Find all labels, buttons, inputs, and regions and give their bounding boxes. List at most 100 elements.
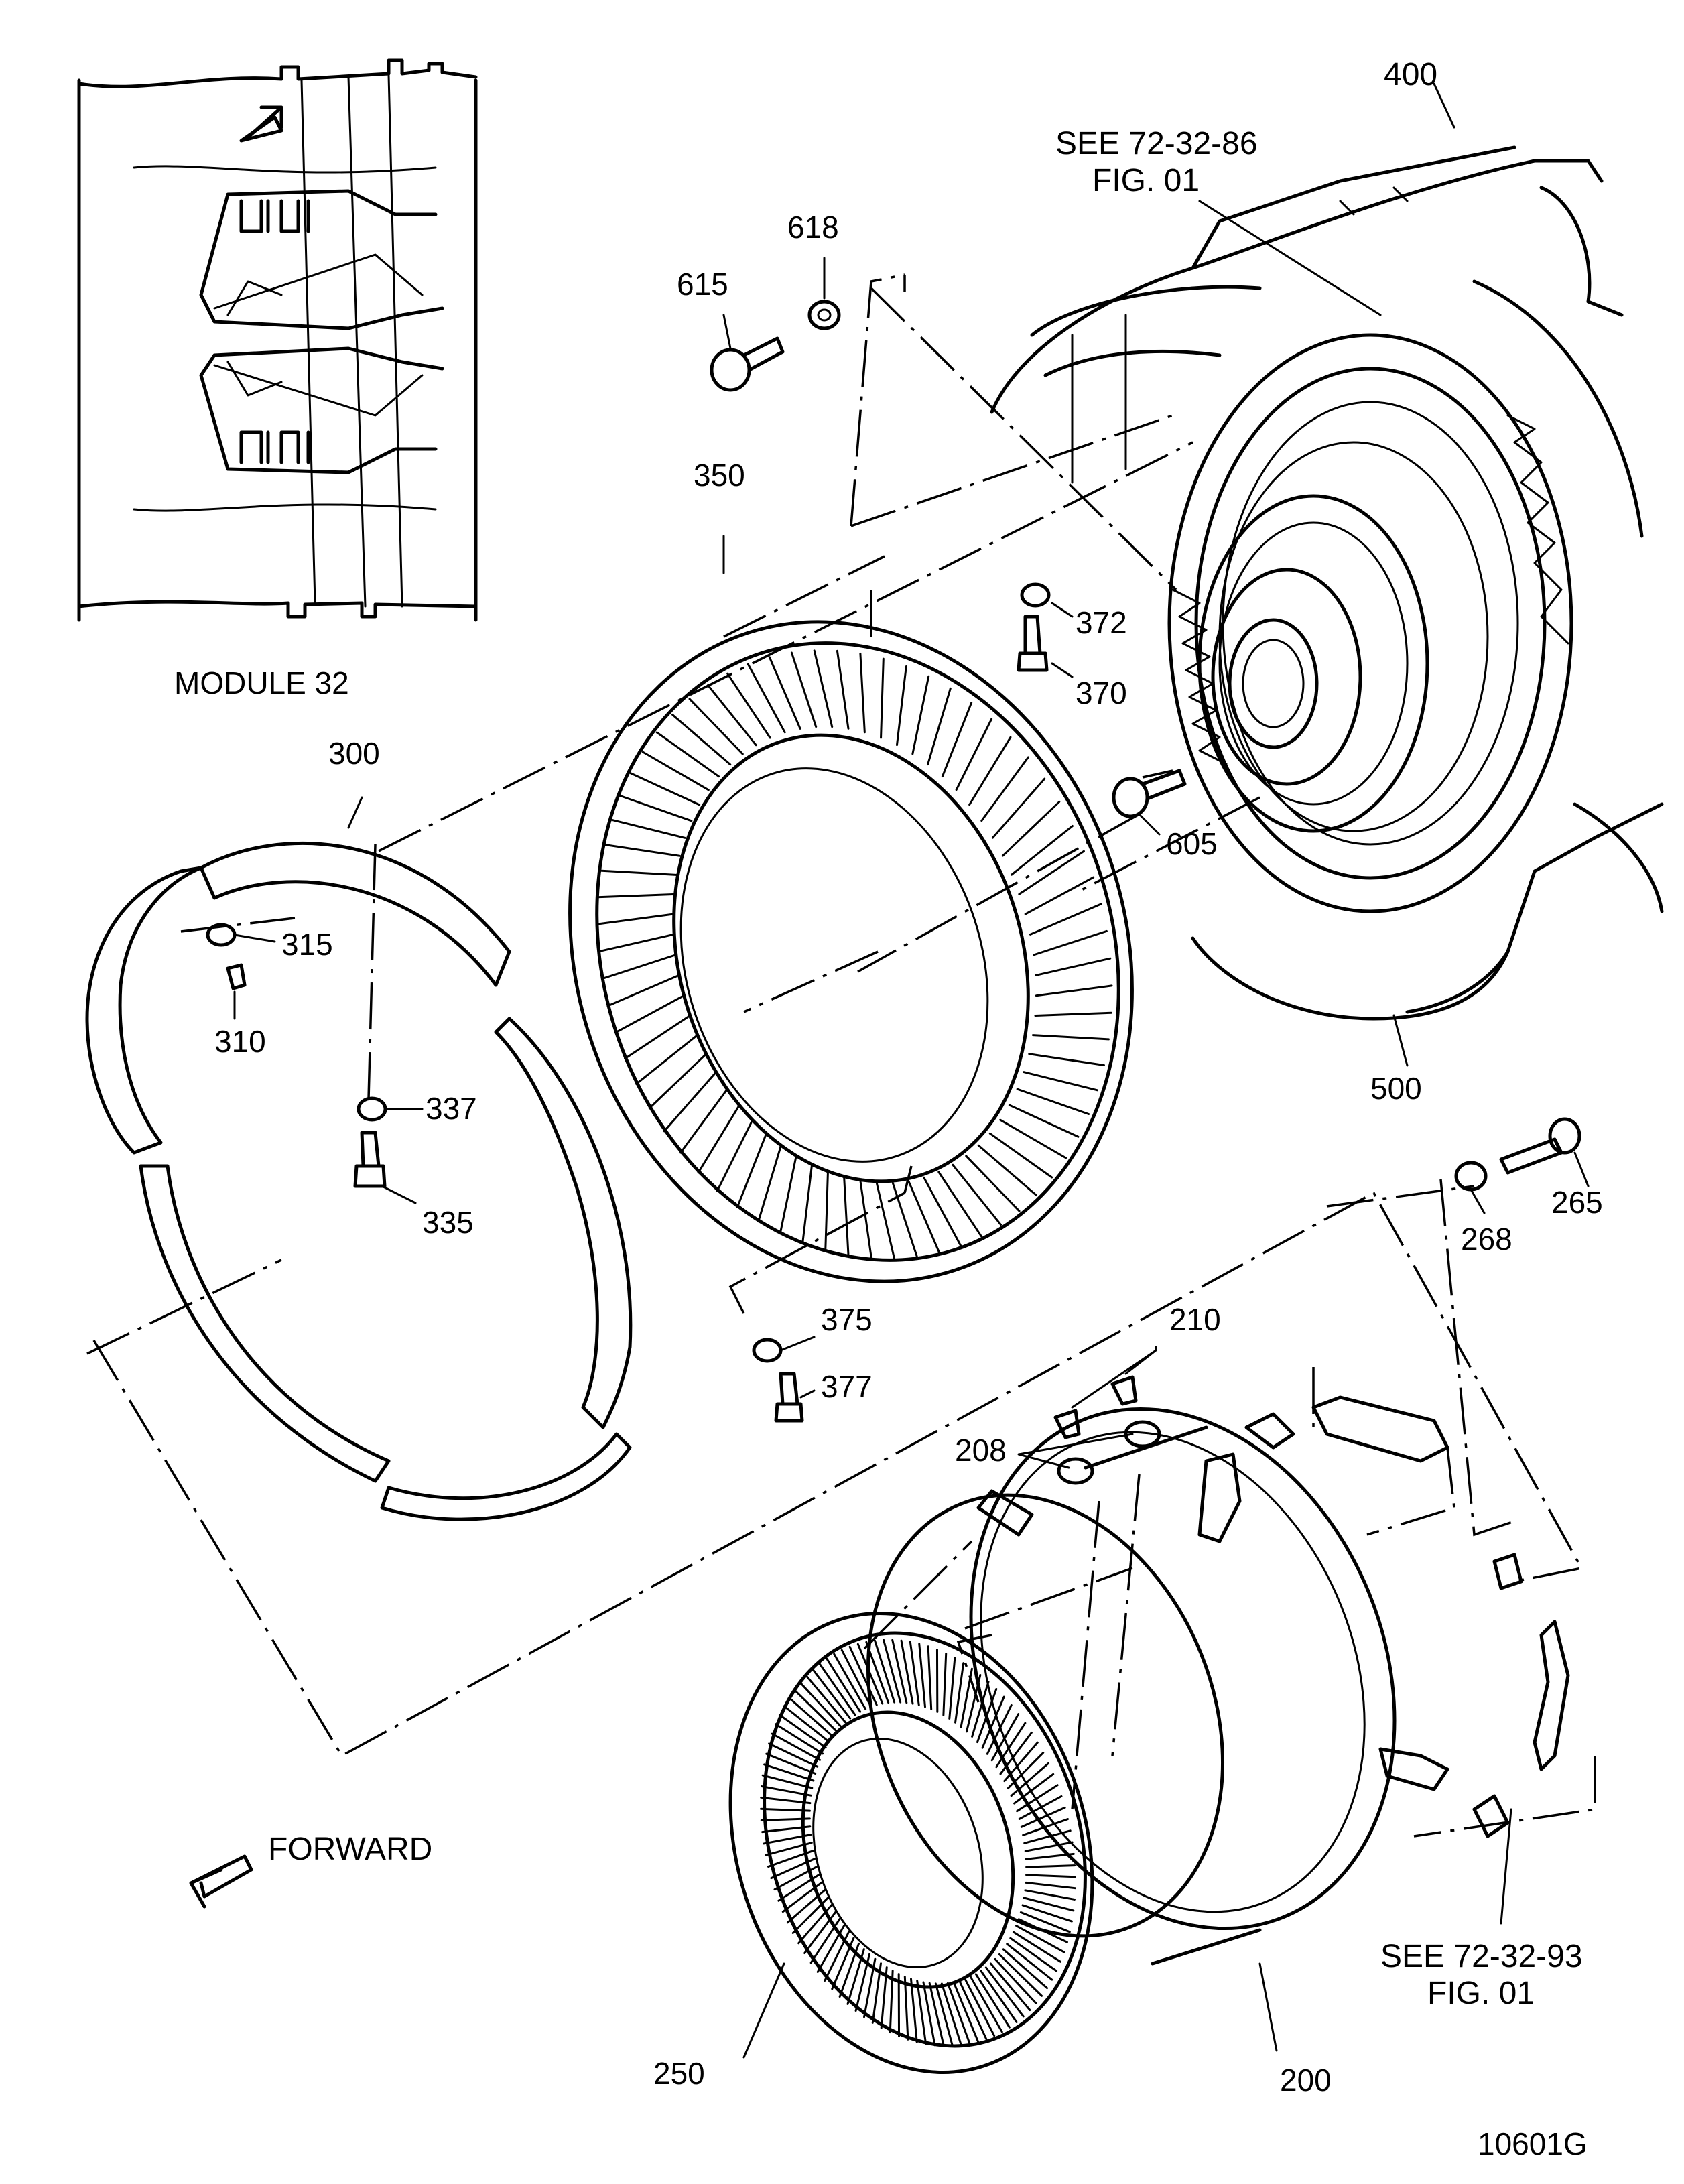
vane-line bbox=[805, 1674, 847, 1724]
bolt-265 bbox=[1499, 1117, 1581, 1175]
vane-line bbox=[760, 1817, 811, 1821]
vane-line bbox=[883, 1639, 902, 1704]
vane-line bbox=[927, 1645, 933, 1710]
item-300: 300 bbox=[328, 736, 380, 771]
vane-line bbox=[942, 1652, 948, 1716]
vane-line bbox=[619, 794, 693, 822]
vane-line bbox=[1035, 957, 1112, 976]
vane-line bbox=[1035, 984, 1113, 997]
ref-72-32-93-line2: FIG. 01 bbox=[1427, 1976, 1535, 2011]
vane-line bbox=[923, 1176, 962, 1247]
vane-line bbox=[1018, 850, 1085, 895]
vane-line bbox=[865, 1641, 890, 1704]
nozzle-blades bbox=[760, 1639, 1076, 2047]
vane-line bbox=[998, 1953, 1043, 1997]
vane-line bbox=[965, 1155, 1021, 1212]
vane-line bbox=[995, 1722, 1027, 1769]
vane-line bbox=[976, 1687, 998, 1744]
vane-line bbox=[791, 1897, 830, 1934]
vane-line bbox=[916, 1980, 927, 2045]
vane-line bbox=[900, 1639, 914, 1705]
washer-375 bbox=[752, 1338, 783, 1363]
vane-line bbox=[790, 651, 818, 728]
vane-line bbox=[937, 1171, 982, 1238]
vane-line bbox=[777, 1873, 820, 1902]
vane-line bbox=[679, 1088, 728, 1154]
vane-line bbox=[1018, 1795, 1063, 1820]
leader-lines bbox=[233, 82, 1590, 2059]
vane-line bbox=[871, 1962, 882, 2024]
vane-line bbox=[765, 1752, 817, 1775]
item-265: 265 bbox=[1551, 1185, 1603, 1220]
vane-line bbox=[736, 1132, 768, 1208]
vane-line bbox=[952, 1981, 980, 2043]
vane-line bbox=[1023, 1897, 1075, 1912]
item-315: 315 bbox=[281, 927, 333, 962]
vane-line bbox=[1011, 825, 1074, 876]
vane-line bbox=[601, 954, 676, 980]
ref-72-32-93-line1: SEE 72-32-93 bbox=[1380, 1939, 1583, 1974]
vane-line bbox=[824, 1171, 829, 1252]
vane-line bbox=[988, 1132, 1053, 1179]
vane-line bbox=[1012, 1931, 1062, 1963]
vane-line bbox=[641, 751, 710, 791]
vane-line bbox=[980, 1970, 1018, 2023]
vane-line bbox=[863, 1957, 877, 2018]
vane-line bbox=[1025, 1874, 1076, 1878]
vane-line bbox=[774, 1723, 824, 1755]
vane-line bbox=[697, 1104, 740, 1174]
vane-line bbox=[833, 1653, 867, 1710]
vane-line bbox=[816, 1924, 846, 1973]
vane-line bbox=[761, 1774, 814, 1789]
ref-72-32-86-line1: SEE 72-32-86 bbox=[1055, 126, 1258, 162]
item-372: 372 bbox=[1076, 605, 1127, 640]
vane-line bbox=[854, 1953, 871, 2012]
drawing-number: 10601G bbox=[1478, 2126, 1588, 2161]
vane-line bbox=[1022, 1818, 1070, 1836]
vane-line bbox=[952, 1163, 1002, 1226]
vane-line bbox=[629, 772, 701, 806]
vane-line bbox=[948, 1657, 956, 1720]
vane-line bbox=[969, 1976, 1003, 2033]
vane-line bbox=[1017, 1918, 1068, 1943]
vane-line bbox=[614, 994, 685, 1034]
ref-72-32-86-line2: FIG. 01 bbox=[1092, 163, 1200, 198]
vane-line bbox=[848, 1645, 878, 1706]
item-500: 500 bbox=[1370, 1071, 1422, 1106]
item-268: 268 bbox=[1461, 1222, 1512, 1257]
item-370: 370 bbox=[1076, 676, 1127, 710]
vane-line bbox=[875, 1181, 896, 1261]
split-ring-300 bbox=[85, 842, 633, 1521]
vane-line bbox=[1009, 1937, 1058, 1972]
screw-210a bbox=[1053, 1409, 1081, 1439]
vane-line bbox=[824, 1931, 850, 1982]
vane-line bbox=[768, 1742, 819, 1768]
vane-line bbox=[787, 1696, 834, 1738]
vane-line bbox=[760, 1807, 811, 1812]
item-310: 310 bbox=[214, 1024, 266, 1059]
screw-210b bbox=[1110, 1375, 1138, 1406]
vane-line bbox=[974, 1973, 1011, 2029]
vane-line bbox=[760, 1796, 812, 1805]
vane-line bbox=[770, 1858, 816, 1880]
vane-line bbox=[726, 672, 771, 739]
vane-line bbox=[927, 687, 952, 766]
forward-label: FORWARD bbox=[268, 1832, 432, 1867]
vane-line bbox=[1029, 903, 1102, 936]
module-label: MODULE 32 bbox=[174, 665, 349, 700]
item-210: 210 bbox=[1169, 1302, 1221, 1337]
washer-337 bbox=[357, 1096, 387, 1122]
vane-line bbox=[838, 1942, 860, 1998]
vane-line bbox=[797, 1903, 833, 1945]
vane-line bbox=[635, 1034, 698, 1085]
pin-310 bbox=[226, 963, 247, 990]
vane-line bbox=[946, 1982, 971, 2045]
vane-line bbox=[874, 1639, 896, 1704]
vane-line bbox=[813, 649, 834, 728]
assembly-brackets bbox=[92, 273, 1596, 1838]
vane-ring-350 bbox=[568, 620, 1134, 1283]
vane-line bbox=[812, 1668, 852, 1720]
item-615: 615 bbox=[677, 267, 728, 302]
item-377: 377 bbox=[821, 1369, 872, 1404]
vane-line bbox=[1010, 1762, 1050, 1797]
